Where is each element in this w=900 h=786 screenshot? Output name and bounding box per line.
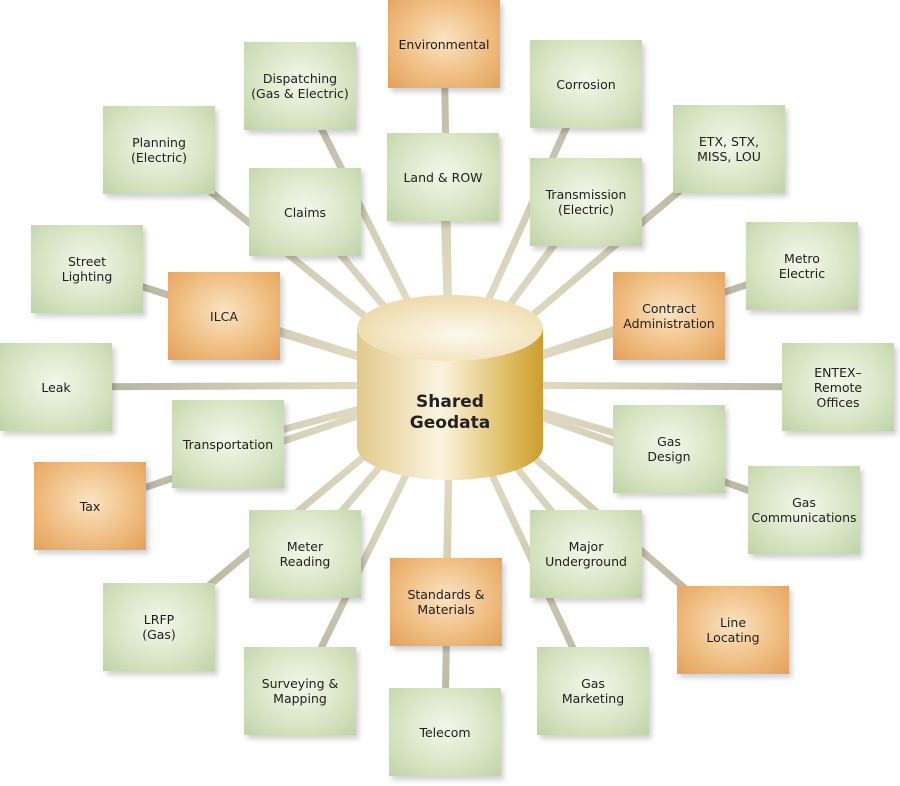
node-metro-electric: Metro Electric	[746, 222, 858, 310]
node-gas-design: Gas Design	[613, 405, 725, 493]
center-label: Shared Geodata	[409, 392, 491, 433]
node-ilca: ILCA	[168, 272, 280, 360]
node-street-lighting: Street Lighting	[31, 225, 143, 313]
node-transmission: Transmission (Electric)	[530, 158, 642, 246]
node-planning: Planning (Electric)	[103, 106, 215, 194]
node-standards-materials: Standards & Materials	[390, 558, 502, 646]
node-meter-reading: Meter Reading	[249, 510, 361, 598]
node-leak: Leak	[0, 343, 112, 431]
node-telecom: Telecom	[389, 688, 501, 776]
node-gas-communications: Gas Communications	[748, 466, 860, 554]
node-etx-stx-miss-lou: ETX, STX, MISS, LOU	[673, 105, 785, 193]
node-contract-administration: Contract Administration	[613, 272, 725, 360]
node-lrfp: LRFP (Gas)	[103, 583, 215, 671]
node-environmental: Environmental	[388, 0, 500, 88]
node-major-underground: Major Underground	[530, 510, 642, 598]
node-tax: Tax	[34, 462, 146, 550]
node-entex-remote-offices: ENTEX– Remote Offices	[782, 343, 894, 431]
node-corrosion: Corrosion	[530, 40, 642, 128]
node-line-locating: Line Locating	[677, 586, 789, 674]
node-claims: Claims	[249, 168, 361, 256]
node-dispatching: Dispatching (Gas & Electric)	[244, 42, 356, 130]
database-cylinder-icon	[357, 295, 543, 480]
node-transportation: Transportation	[172, 400, 284, 488]
node-land-row: Land & ROW	[387, 133, 499, 221]
node-gas-marketing: Gas Marketing	[537, 647, 649, 735]
node-surveying-mapping: Surveying & Mapping	[244, 647, 356, 735]
